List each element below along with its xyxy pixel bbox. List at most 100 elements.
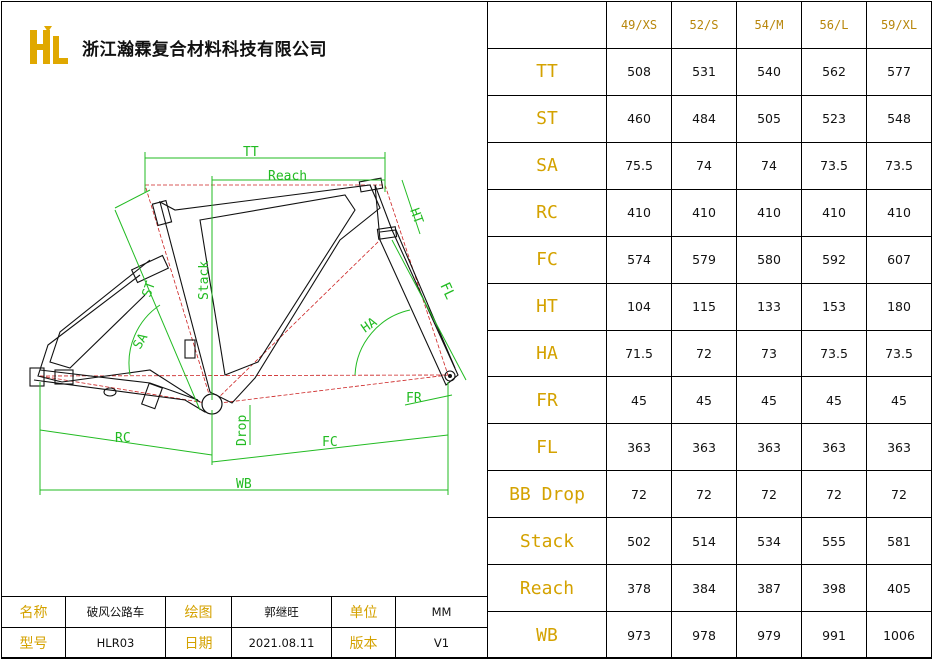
label-drop: Drop [235, 415, 250, 446]
date-value: 2021.08.11 [231, 627, 332, 659]
label-stack: Stack [197, 261, 212, 300]
param-value: 72 [736, 470, 802, 519]
param-value: 71.5 [606, 329, 672, 378]
param-value: 978 [671, 611, 737, 659]
drawn-value: 郭继旺 [231, 596, 332, 628]
title-block: 名称 破风公路车 绘图 郭继旺 单位 MM 型号 HLR03 日期 2021.0… [1, 596, 488, 659]
param-value: 363 [671, 423, 737, 472]
param-value: 45 [671, 376, 737, 425]
param-name: RC [487, 188, 607, 237]
param-value: 72 [866, 470, 932, 519]
param-name: HA [487, 329, 607, 378]
size-header: 56/L [801, 1, 867, 49]
param-value: 363 [736, 423, 802, 472]
param-value: 72 [671, 470, 737, 519]
name-value: 破风公路车 [65, 596, 166, 628]
param-value: 398 [801, 564, 867, 613]
front-axle-icon [448, 374, 452, 378]
model-label: 型号 [1, 627, 66, 659]
param-value: 75.5 [606, 141, 672, 190]
param-name: FR [487, 376, 607, 425]
label-ha: HA [359, 315, 381, 336]
param-value: 484 [671, 94, 737, 143]
param-value: 363 [866, 423, 932, 472]
unit-label: 单位 [331, 596, 396, 628]
param-value: 540 [736, 48, 802, 96]
param-value: 410 [736, 188, 802, 237]
name-label: 名称 [1, 596, 66, 628]
label-st: ST [140, 279, 160, 299]
param-name: WB [487, 611, 607, 659]
param-value: 531 [671, 48, 737, 96]
param-value: 45 [606, 376, 672, 425]
size-header: 49/XS [606, 1, 672, 49]
param-value: 73 [736, 329, 802, 378]
version-value: V1 [395, 627, 488, 659]
param-name: FL [487, 423, 607, 472]
size-header: 52/S [671, 1, 737, 49]
param-value: 410 [606, 188, 672, 237]
param-value: 133 [736, 282, 802, 331]
company-header: 浙江瀚霖复合材料科技有限公司 [26, 24, 327, 70]
geometry-header-row: 49/XS 52/S 54/M 56/L 59/XL [487, 1, 932, 49]
param-value: 579 [671, 235, 737, 284]
param-name: Reach [487, 564, 607, 613]
dimension-lines [39, 152, 467, 495]
label-reach: Reach [268, 169, 307, 184]
centerlines [39, 184, 449, 405]
size-header: 59/XL [866, 1, 932, 49]
param-name: SA [487, 141, 607, 190]
param-value: 991 [801, 611, 867, 659]
label-fl: FL [436, 280, 458, 302]
param-value: 555 [801, 517, 867, 566]
model-value: HLR03 [65, 627, 166, 659]
label-sa: SA [130, 331, 151, 352]
param-value: 581 [866, 517, 932, 566]
param-name: TT [487, 48, 607, 96]
company-name: 浙江瀚霖复合材料科技有限公司 [82, 39, 327, 60]
param-name: ST [487, 94, 607, 143]
param-value: 979 [736, 611, 802, 659]
param-value: 45 [801, 376, 867, 425]
frame-drawing: TT Reach HT FL ST SA Stack HA FR RC Drop… [0, 100, 487, 570]
param-name: Stack [487, 517, 607, 566]
param-value: 45 [736, 376, 802, 425]
param-value: 387 [736, 564, 802, 613]
frame-geometry-svg: TT Reach HT FL ST SA Stack HA FR RC Drop… [29, 145, 467, 495]
param-value: 384 [671, 564, 737, 613]
param-value: 574 [606, 235, 672, 284]
label-fc: FC [322, 435, 338, 450]
label-rc: RC [115, 431, 131, 446]
label-fr: FR [406, 391, 422, 406]
param-value: 514 [671, 517, 737, 566]
param-value: 523 [801, 94, 867, 143]
label-wb: WB [236, 477, 252, 492]
param-value: 592 [801, 235, 867, 284]
unit-value: MM [395, 596, 488, 628]
param-value: 72 [801, 470, 867, 519]
param-value: 577 [866, 48, 932, 96]
param-value: 973 [606, 611, 672, 659]
param-value: 74 [671, 141, 737, 190]
param-value: 460 [606, 94, 672, 143]
param-value: 72 [606, 470, 672, 519]
label-tt: TT [243, 145, 259, 160]
param-value: 1006 [866, 611, 932, 659]
param-value: 502 [606, 517, 672, 566]
param-value: 72 [671, 329, 737, 378]
param-value: 115 [671, 282, 737, 331]
